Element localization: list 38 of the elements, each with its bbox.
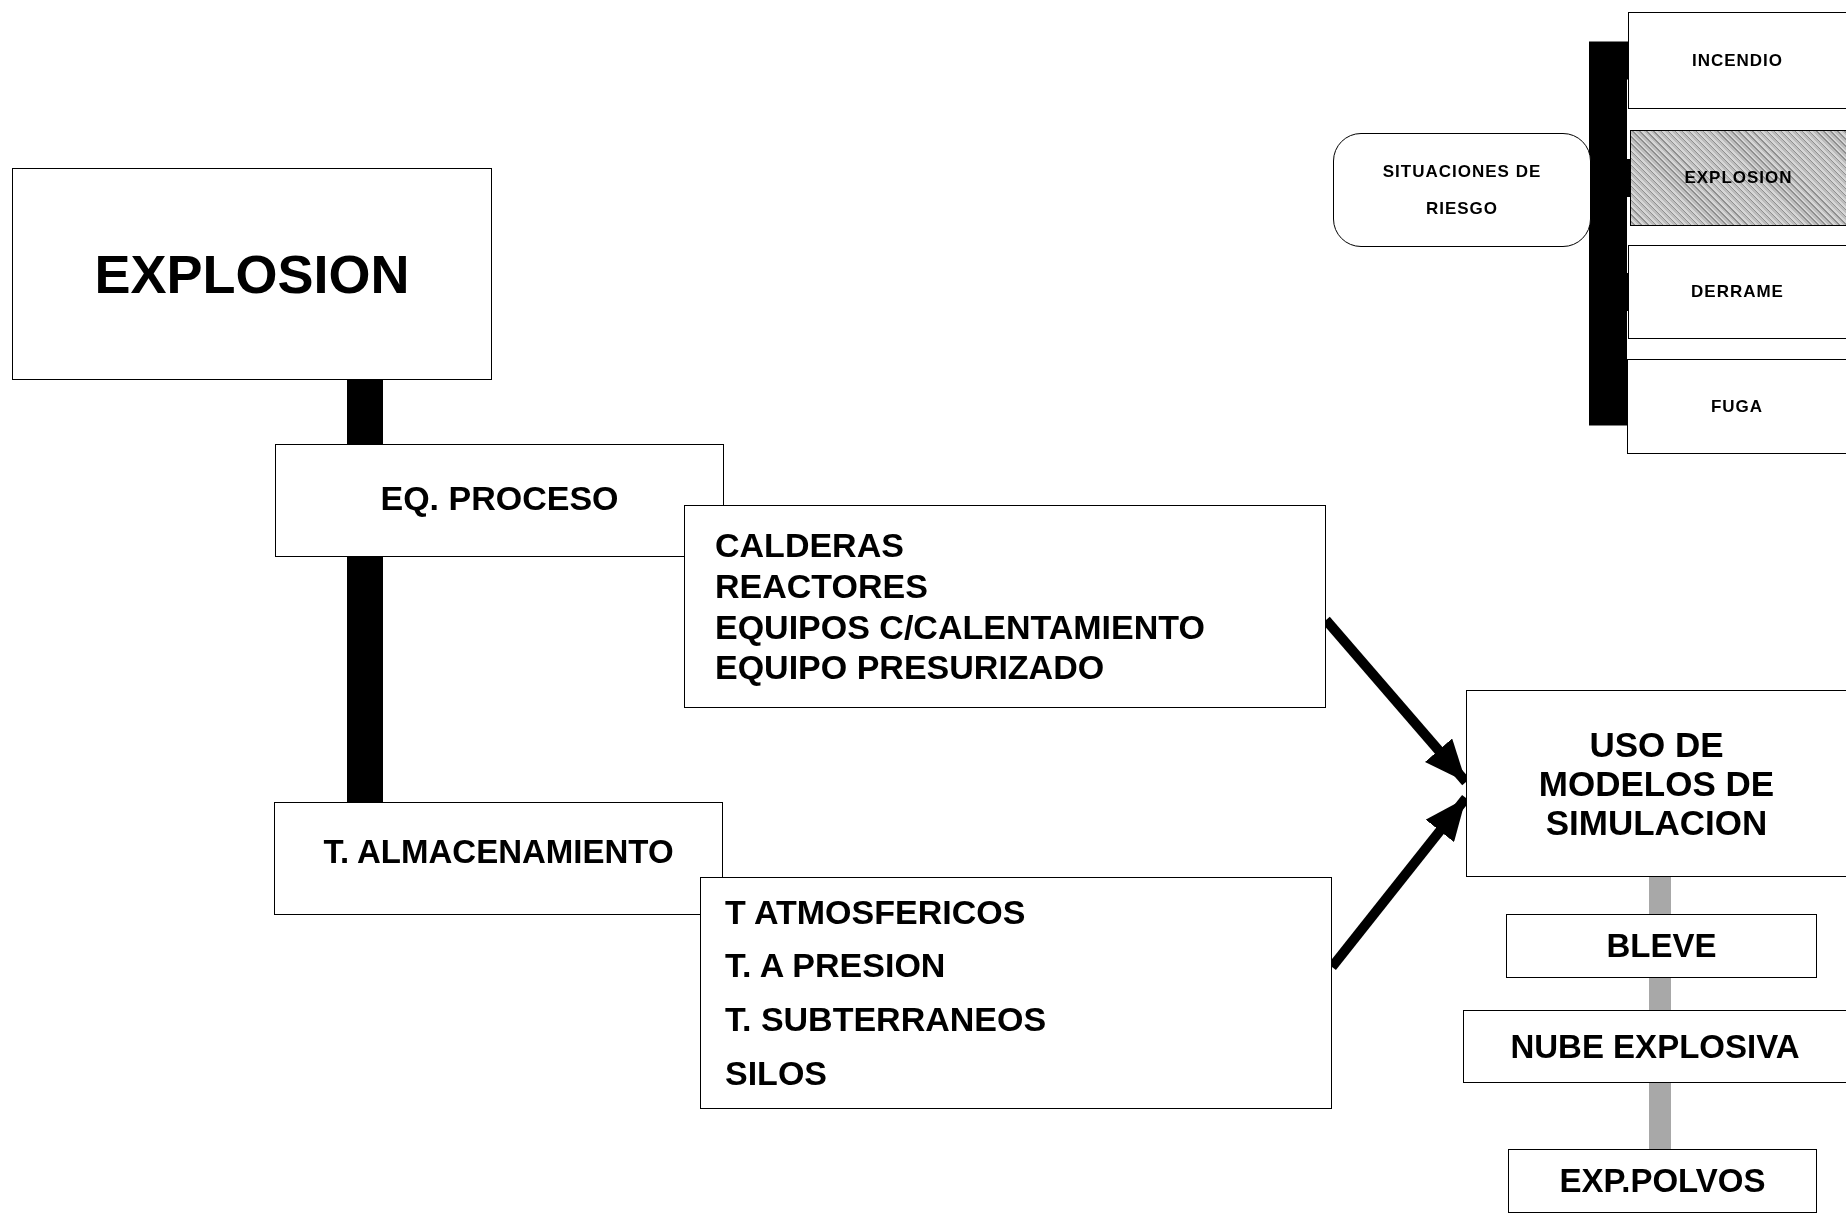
node-label: T. A PRESION (725, 945, 946, 987)
connector-bar (347, 557, 383, 802)
node-label: INCENDIO (1691, 49, 1784, 72)
node-label: BLEVE (1606, 927, 1717, 965)
category-box (1628, 245, 1846, 339)
process-box (1506, 914, 1817, 978)
category-box (1627, 359, 1846, 454)
node-label: EXPLOSION (1684, 167, 1793, 190)
node-label: T. ALMACENAMIENTO (323, 833, 674, 871)
list-box (684, 505, 1326, 708)
node-label: T. SUBTERRANEOS (725, 999, 1047, 1040)
process-box (1508, 1149, 1817, 1213)
node-label: REACTORES (715, 565, 928, 607)
node-label: EQ. PROCESO (380, 479, 619, 518)
process-box (1463, 1010, 1846, 1083)
connector-bar (347, 380, 383, 444)
process-box (1466, 690, 1846, 877)
connector-bar (1649, 1083, 1671, 1149)
node-label: EQUIPO PRESURIZADO (715, 647, 1105, 689)
node-label: NUBE EXPLOSIVA (1510, 1027, 1800, 1066)
node-label: T ATMOSFERICOS (725, 891, 1026, 933)
process-box (274, 802, 723, 915)
node-label: EQUIPOS C/CALENTAMIENTO (715, 606, 1205, 648)
node-label: FUGA (1710, 395, 1764, 418)
node-label: CALDERAS (715, 524, 904, 566)
highlighted-category-box (1630, 130, 1846, 226)
node-label: EXP.POLVOS (1559, 1162, 1766, 1200)
connector-bar (1649, 877, 1671, 914)
node-label: SITUACIONES DE RIESGO (1381, 160, 1543, 220)
title-box (12, 168, 492, 380)
node-label: EXPLOSION (94, 243, 410, 305)
node-label: DERRAME (1691, 281, 1784, 304)
category-box (1333, 133, 1591, 247)
node-label: SILOS (725, 1052, 828, 1094)
list-box (700, 877, 1332, 1109)
connector-bar (1649, 978, 1671, 1010)
node-label: USO DE MODELOS DE SIMULACION (1537, 724, 1776, 843)
category-box (1628, 12, 1846, 109)
